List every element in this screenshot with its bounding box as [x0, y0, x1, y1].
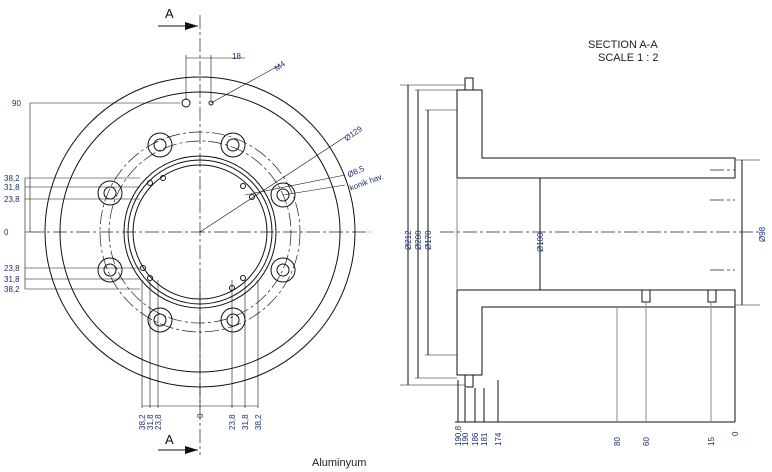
m4-hole — [181, 98, 191, 108]
small-hole — [240, 275, 246, 281]
bolt-hole — [153, 313, 167, 327]
section-marker-top: A — [165, 6, 174, 21]
bolt-hole-counterbore — [97, 180, 123, 206]
bottom-dim-label: 31,8 — [241, 414, 250, 430]
section-title: SECTION A-A — [588, 39, 658, 51]
bottom-dim-label: 23,8 — [228, 414, 237, 430]
left-dim-label: 23,8 — [4, 195, 20, 204]
section-dim-label: 181 — [480, 432, 489, 446]
bolt-hole — [226, 313, 240, 327]
bottom-dim-label: 38,2 — [138, 414, 147, 430]
section-dim-label: 174 — [494, 432, 503, 446]
bolt-hole — [276, 263, 290, 277]
bolt-hole — [103, 263, 117, 277]
bottom-dim-label: 38,2 — [254, 414, 263, 430]
bottom-dim-label: 23,8 — [154, 414, 163, 430]
bolt-hole — [226, 138, 240, 152]
small-hole — [147, 180, 153, 186]
thread-label: M4 — [273, 59, 288, 73]
left-dim-label: 31,8 — [4, 183, 20, 192]
bolt-hole-counterbore — [270, 182, 296, 208]
section-dim-label: 190 — [461, 432, 470, 446]
bolt-hole-counterbore — [220, 132, 246, 158]
dia-212: Ø212 — [404, 230, 413, 250]
section-dim-label: 60 — [642, 437, 651, 446]
left-dim-label: 0 — [4, 228, 9, 237]
bolt-hole — [153, 138, 167, 152]
small-hole — [160, 175, 166, 181]
m4-hole-small — [208, 100, 214, 106]
bolt-hole-counterbore — [97, 257, 123, 283]
section-dim-label: 0 — [731, 431, 740, 436]
bolt-hole-counterbore — [147, 307, 173, 333]
dim-18: 18 — [232, 52, 241, 61]
hole-dia-dim: Ø8,5 — [346, 164, 366, 180]
bolt-hole-counterbore — [147, 132, 173, 158]
section-dim-label: 80 — [613, 437, 622, 446]
lower-wall — [456, 289, 736, 376]
dia-200: Ø200 — [414, 230, 423, 250]
small-hole — [240, 183, 246, 189]
small-hole — [249, 194, 255, 200]
bolt-hole — [276, 188, 290, 202]
section-marker-bottom: A — [165, 432, 174, 447]
dim-90: 90 — [12, 99, 21, 108]
dia129-leader — [199, 136, 346, 233]
small-holes — [140, 175, 255, 291]
section-view: SECTION A-A SCALE 1 : 2 Ø212 Ø200 Ø170 Ø… — [400, 39, 767, 446]
left-dim-label: 23,8 — [4, 264, 20, 273]
section-dim-label: 15 — [707, 437, 716, 446]
front-view: A A 18 M4 90 Ø129 Ø8,5 konik hav. 38,231… — [4, 6, 385, 455]
left-dim-label: 38,2 — [4, 174, 20, 183]
section-scale: SCALE 1 : 2 — [598, 52, 659, 64]
m4-leader — [210, 64, 281, 104]
dia-98: Ø98 — [758, 226, 767, 242]
dia-100: Ø100 — [536, 232, 545, 252]
section-dim-label: 190,8 — [454, 425, 463, 446]
left-dim-label: 31,8 — [4, 275, 20, 284]
material-label: Aluminyum — [312, 457, 366, 469]
dia-170: Ø170 — [424, 230, 433, 250]
bolt-holes — [97, 132, 296, 333]
bottom-dim-label: 0 — [196, 413, 205, 418]
bolt-hole-counterbore — [270, 257, 296, 283]
left-dim-label: 38,2 — [4, 285, 20, 294]
upper-wall — [456, 89, 736, 179]
bolt-hole-counterbore — [220, 307, 246, 333]
bottom-dim-label: 31,8 — [146, 414, 155, 430]
section-dim-label: 186 — [471, 432, 480, 446]
small-hole — [140, 265, 146, 271]
bolt-circle-dim: Ø129 — [343, 124, 365, 143]
